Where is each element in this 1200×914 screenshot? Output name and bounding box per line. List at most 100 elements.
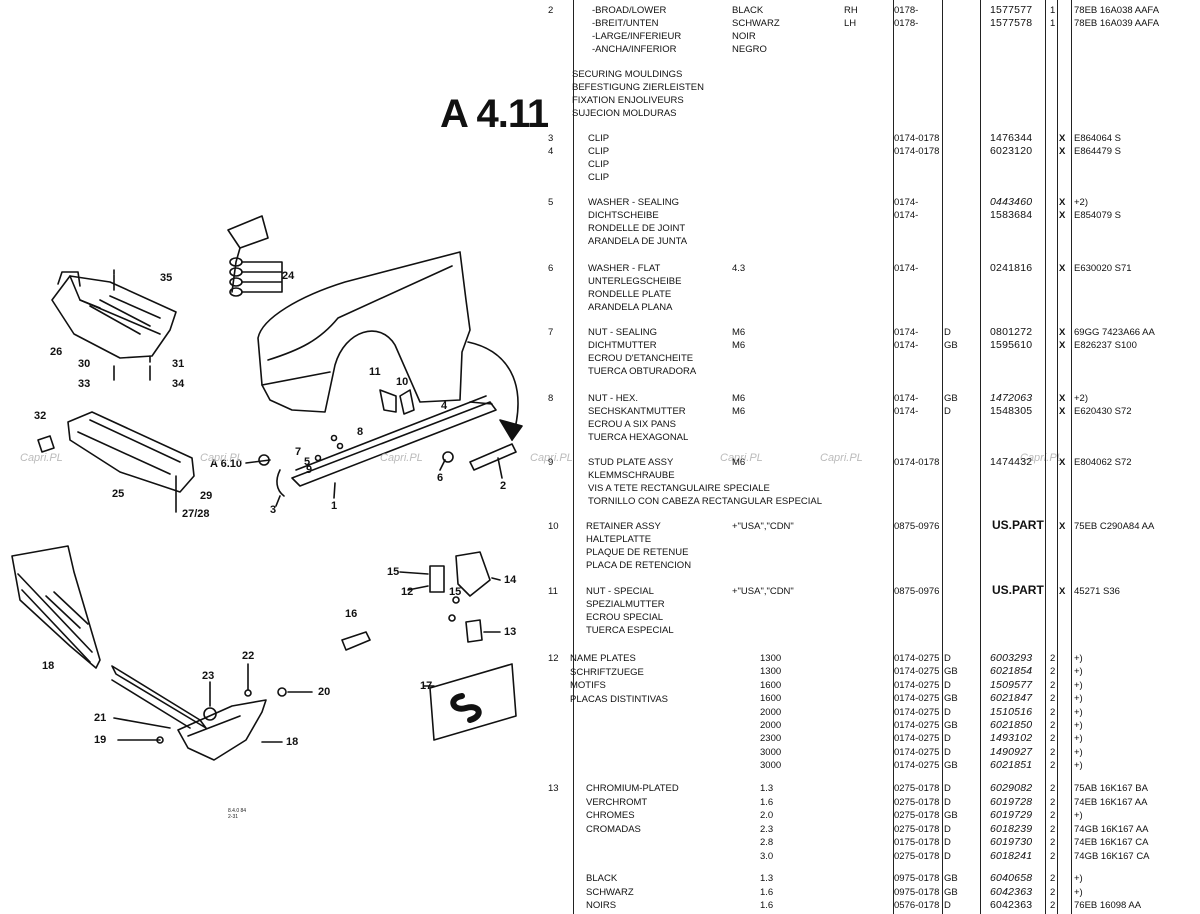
row-ref: 4 (548, 146, 554, 157)
part-description: BEFESTIGUNG ZIERLEISTEN (572, 82, 704, 93)
part-description: ARANDELA PLANA (588, 302, 673, 313)
watermark: Capri.PL (380, 452, 423, 464)
part-description: ECROU D'ETANCHEITE (588, 353, 694, 364)
part-country: D (944, 851, 951, 862)
part-engineering-code: +) (1074, 693, 1083, 705)
callout-12: 12 (401, 586, 414, 598)
part-quantity: 1 (1050, 5, 1056, 16)
callout-3: 3 (270, 504, 277, 516)
part-description: SECURING MOULDINGS (572, 69, 683, 80)
callout-17: 17 (420, 680, 433, 692)
splash-shield-upper (51, 275, 177, 359)
part-quantity: 2 (1050, 851, 1056, 862)
part-number: 6021851 (990, 759, 1033, 772)
part-spec: 2300 (760, 733, 782, 745)
part-engineering-code: 74GB 16K167 AA (1074, 823, 1149, 835)
watermark: Capri.PL (200, 452, 243, 464)
part-engineering-code: E804062 S72 (1074, 457, 1132, 468)
callout-13: 13 (504, 626, 517, 638)
row-ref: 9 (548, 457, 554, 468)
badge-plate (429, 663, 517, 741)
diagram-drawing (11, 215, 523, 761)
part-dates: 0275-0178 (894, 810, 940, 822)
column-rule (1045, 0, 1046, 914)
part-spec: 1.3 (760, 783, 774, 794)
part-country: GB (944, 720, 958, 731)
part-number: 0241816 (990, 262, 1033, 274)
part-country: GB (944, 810, 958, 822)
part-country: D (944, 900, 951, 912)
part-engineering-code: E620430 S72 (1074, 406, 1132, 417)
callout-2: 2 (500, 480, 507, 492)
part-number: 6021850 (990, 719, 1033, 731)
part-description: CLIP (588, 172, 610, 183)
part-description: ECROU SPECIAL (586, 612, 664, 623)
callout-33: 33 (78, 378, 91, 390)
part-engineering-code: 75EB C290A84 AA (1074, 521, 1155, 532)
part-description: VERCHROMT (586, 796, 648, 808)
part-description: TORNILLO CON CABEZA RECTANGULAR ESPECIAL (588, 496, 823, 507)
part-dates: 0275-0178 (894, 823, 940, 835)
part-number: 1490927 (990, 745, 1033, 758)
part-engineering-code: +) (1074, 810, 1083, 822)
page-title: A 4.11 (440, 92, 549, 136)
part-number: 6042363 (990, 885, 1033, 898)
part-description: SECHSKANTMUTTER (588, 406, 686, 417)
part-dates: 0174-0178 (894, 146, 940, 157)
part-engineering-code: +2) (1074, 197, 1088, 208)
part-spec: 4.3 (732, 263, 746, 274)
part-quantity: 2 (1050, 783, 1056, 794)
part-dates: 0875-0976 (894, 586, 940, 597)
part-country: D (944, 706, 951, 718)
part-spec: M6 (732, 327, 746, 338)
part-description: RONDELLE DE JOINT (588, 223, 686, 234)
part-country: D (944, 733, 951, 745)
column-rule (1057, 0, 1058, 914)
callout-31: 31 (172, 358, 185, 370)
column-rule (942, 0, 943, 914)
mirror (227, 215, 269, 249)
row-ref: 5 (548, 197, 554, 208)
part-dates: 0174- (894, 327, 919, 338)
callout-32: 32 (34, 410, 47, 422)
part-description: PLAQUE DE RETENUE (586, 547, 689, 558)
part-description: NUT - SEALING (588, 327, 657, 338)
part-interchange-mark: X (1059, 457, 1066, 468)
part-engineering-code: 69GG 7423A66 AA (1074, 327, 1155, 338)
part-number: 6019730 (990, 836, 1033, 849)
callout-35: 35 (160, 272, 173, 284)
column-rule (573, 0, 574, 914)
part-quantity: 2 (1050, 810, 1056, 822)
part-number: 1476344 (990, 132, 1033, 144)
part-number: 6018241 (990, 850, 1033, 862)
part-dates: 0174- (894, 263, 919, 274)
fender (257, 251, 471, 413)
drawing-code: 8.4.0 84 2-31 (228, 808, 246, 820)
callout-1: 1 (331, 500, 338, 512)
callout-6: 6 (437, 472, 444, 484)
part-engineering-code: +2) (1074, 393, 1088, 404)
part-description: STUD PLATE ASSY (588, 457, 674, 468)
part-dates: 0174- (894, 197, 919, 208)
parts-diagram: A 4.11 1 2 3 4 5 6 7 8 9 10 11 12 13 14 … (0, 0, 1063, 914)
part-spec: 3.0 (760, 851, 774, 862)
part-description: FIXATION ENJOLIVEURS (572, 95, 684, 106)
callout-29: 29 (200, 490, 213, 502)
part-spec: 2.0 (760, 810, 774, 822)
drawing-code-line: 8.4.0 84 (228, 808, 247, 814)
part-dates: 0174- (894, 340, 919, 351)
part-engineering-code: +) (1074, 760, 1083, 772)
part-number: 6018239 (990, 822, 1033, 835)
part-spec: 1.6 (760, 886, 774, 898)
part-description: ARANDELA DE JUNTA (588, 236, 688, 247)
part-description: DICHTSCHEIBE (588, 210, 659, 221)
part-dates: 0275-0178 (894, 783, 940, 794)
part-country: GB (944, 340, 958, 351)
part-engineering-code: E854079 S (1074, 210, 1122, 221)
part-spec: +"USA","CDN" (732, 521, 794, 532)
part-spec: 1300 (760, 653, 782, 664)
part-description: -LARGE/INFERIEUR (592, 31, 682, 42)
part-description: TUERCA OBTURADORA (588, 366, 697, 377)
badge (469, 443, 517, 471)
part-dates: 0275-0178 (894, 851, 940, 862)
